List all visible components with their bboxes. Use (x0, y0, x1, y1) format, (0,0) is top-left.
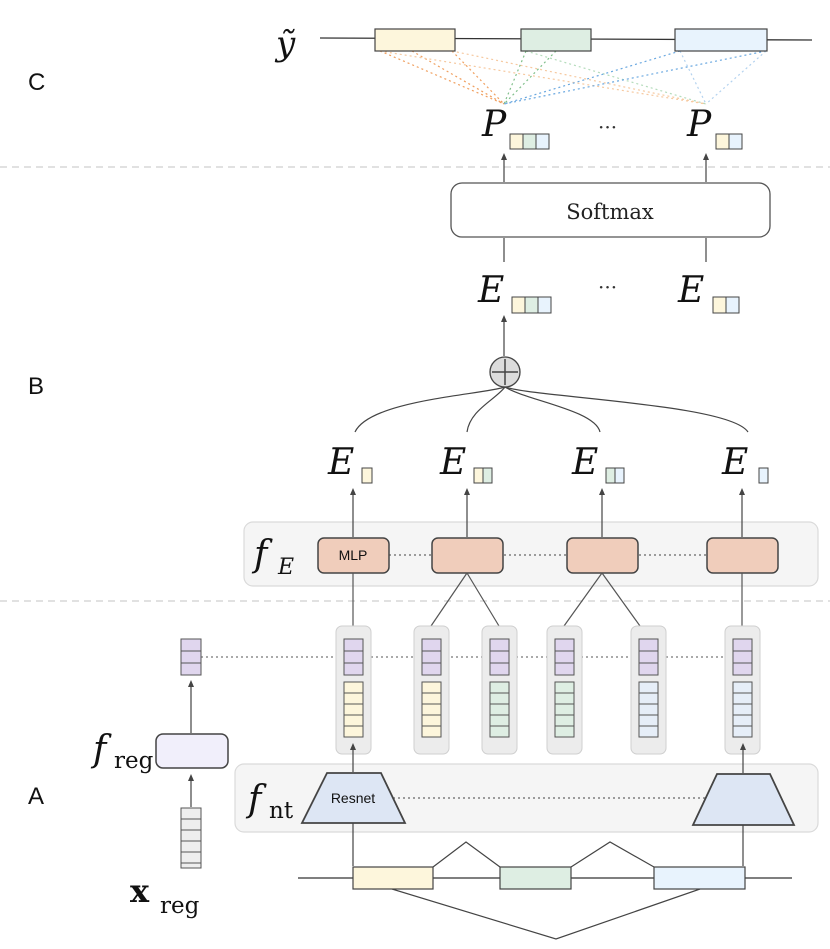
sequence-cells-stack-3 (489, 681, 510, 738)
svg-text:E: E (477, 270, 504, 311)
section-label-c: C (28, 69, 45, 96)
isoform-connections (379, 50, 767, 105)
mlp-box-2 (431, 537, 504, 574)
stack-to-mlp-lines (352, 572, 743, 627)
sum-operator-icon (489, 356, 521, 388)
sum-input-curves (354, 386, 749, 433)
svg-text:E: E (571, 442, 598, 483)
resnet-encoder-left (300, 772, 407, 824)
input-exon-3 (653, 866, 746, 890)
exon-embedding-e-12: E (439, 442, 493, 484)
regulatory-cells (343, 638, 753, 676)
sequence-cells-stack-1 (343, 681, 364, 738)
mlp-box-4 (706, 537, 779, 574)
softmax-box (450, 182, 771, 238)
svg-text:E: E (721, 442, 748, 483)
ellipsis-e: ··· (598, 275, 617, 299)
exon-embedding-e-1: E (327, 442, 373, 484)
svg-text:reg: reg (160, 893, 200, 919)
svg-text:E: E (439, 442, 466, 483)
mlp-label: MLP (339, 547, 368, 563)
sequence-cells-stack-6 (732, 681, 753, 738)
probability-p-isoform-1: P (481, 104, 550, 150)
regulatory-input-cells (180, 807, 202, 869)
resnet-label: Resnet (331, 790, 375, 806)
svg-text:E: E (327, 442, 354, 483)
section-label-a: A (28, 783, 44, 810)
regulatory-output-cells (180, 638, 202, 676)
isoform-embedding-e-1: E (477, 270, 552, 314)
svg-text:P: P (481, 104, 507, 145)
output-exon-1 (374, 28, 456, 52)
sequence-cells-stack-4 (554, 681, 575, 738)
f-reg-label: f reg (90, 729, 154, 774)
probability-p-isoform-n: P (686, 104, 743, 150)
svg-text:x: x (130, 872, 150, 910)
exon-embedding-e-23: E (571, 442, 625, 484)
svg-text:E: E (277, 555, 294, 580)
sequence-cells-stack-2 (421, 681, 442, 738)
svg-text:ỹ: ỹ (274, 24, 296, 64)
resnet-encoder-right (691, 773, 796, 826)
input-exon-2 (499, 866, 572, 890)
ellipsis-p: ··· (598, 115, 617, 139)
splice-junctions (391, 841, 701, 940)
section-label-b: B (28, 373, 44, 400)
mlp-box-3 (566, 537, 639, 574)
softmax-label: Softmax (566, 200, 654, 224)
output-label: ỹ (274, 24, 296, 64)
svg-text:P: P (686, 104, 712, 145)
f-reg-box (155, 733, 229, 769)
output-exon-2 (520, 28, 592, 52)
isoform-embedding-e-n: E (677, 270, 740, 314)
sequence-cells-stack-5 (638, 681, 659, 738)
svg-text:E: E (677, 270, 704, 311)
svg-text:f: f (90, 729, 112, 770)
output-exon-3 (674, 28, 768, 52)
x-reg-label: x reg (130, 872, 200, 919)
svg-text:nt: nt (269, 798, 294, 824)
exon-embedding-e-3: E (721, 442, 769, 484)
input-exon-1 (352, 866, 434, 890)
svg-text:reg: reg (114, 748, 154, 774)
